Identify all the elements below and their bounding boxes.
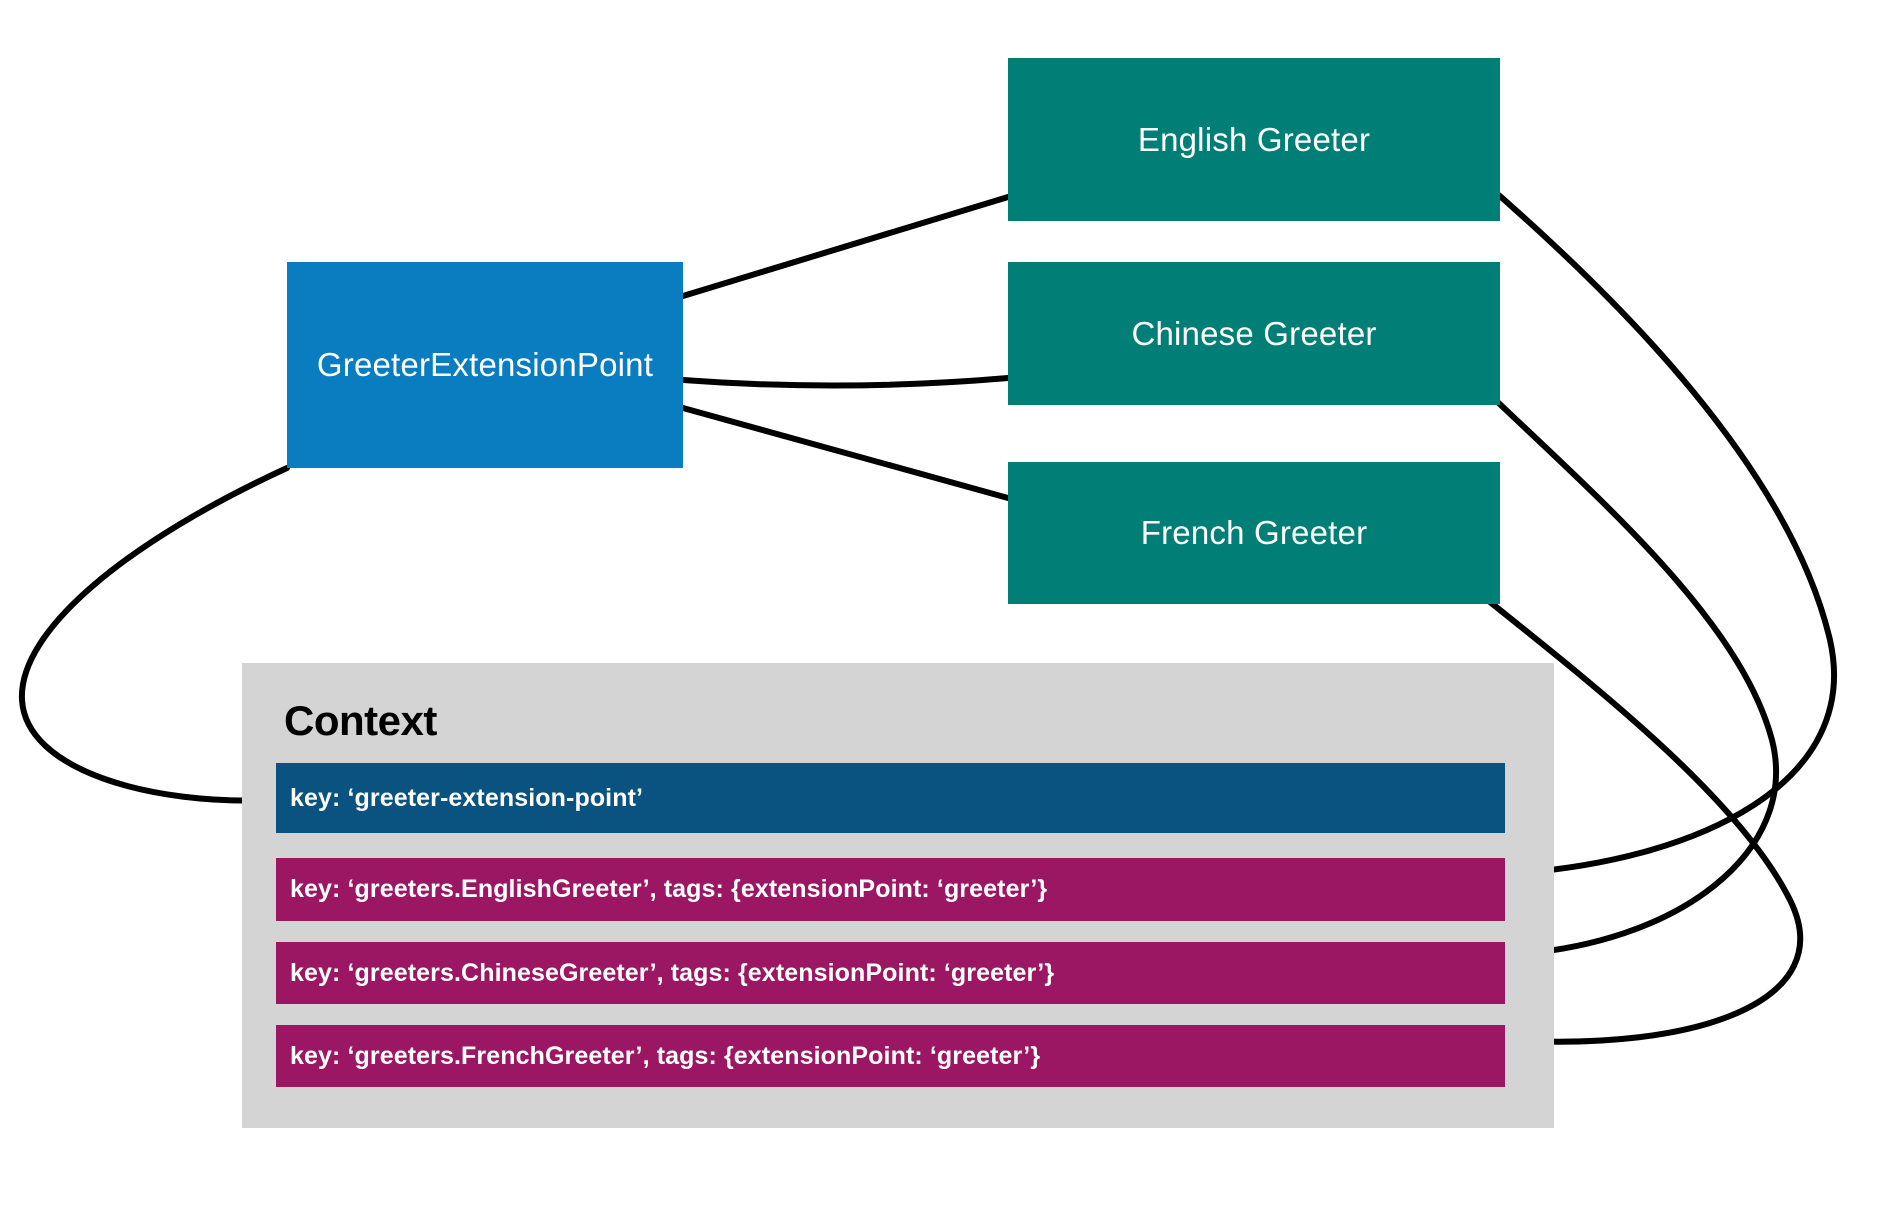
context-entry-extension-point[interactable]: key: ‘greeter-extension-point’: [276, 763, 1505, 833]
greeter-node-french[interactable]: French Greeter: [1008, 462, 1500, 604]
context-entry-chinese-greeter[interactable]: key: ‘greeters.ChineseGreeter’, tags: {e…: [276, 942, 1505, 1004]
greeter-node-english[interactable]: English Greeter: [1008, 58, 1500, 221]
greeter-label-chinese: Chinese Greeter: [1131, 314, 1377, 352]
wire-extpoint-to-english: [680, 194, 1011, 299]
context-entry-french-greeter[interactable]: key: ‘greeters.FrenchGreeter’, tags: {ex…: [276, 1025, 1505, 1087]
greeter-label-english: English Greeter: [1137, 120, 1371, 158]
context-entry-english-greeter[interactable]: key: ‘greeters.EnglishGreeter’, tags: {e…: [276, 858, 1505, 921]
wire-extpoint-to-chinese: [680, 375, 1011, 389]
context-panel-title: Context: [284, 697, 437, 744]
extension-point-label: GreeterExtensionPoint: [316, 346, 654, 383]
context-entry-text: key: ‘greeter-extension-point’: [290, 783, 644, 812]
extension-point-node[interactable]: GreeterExtensionPoint: [287, 262, 683, 468]
wire-extpoint-to-french: [680, 405, 1011, 501]
context-entry-text: key: ‘greeters.ChineseGreeter’, tags: {e…: [290, 958, 1055, 987]
greeter-node-chinese[interactable]: Chinese Greeter: [1008, 262, 1500, 405]
greeter-label-french: French Greeter: [1140, 514, 1368, 551]
context-entry-text: key: ‘greeters.EnglishGreeter’, tags: {e…: [290, 875, 1048, 903]
context-entry-text: key: ‘greeters.FrenchGreeter’, tags: {ex…: [290, 1041, 1041, 1070]
